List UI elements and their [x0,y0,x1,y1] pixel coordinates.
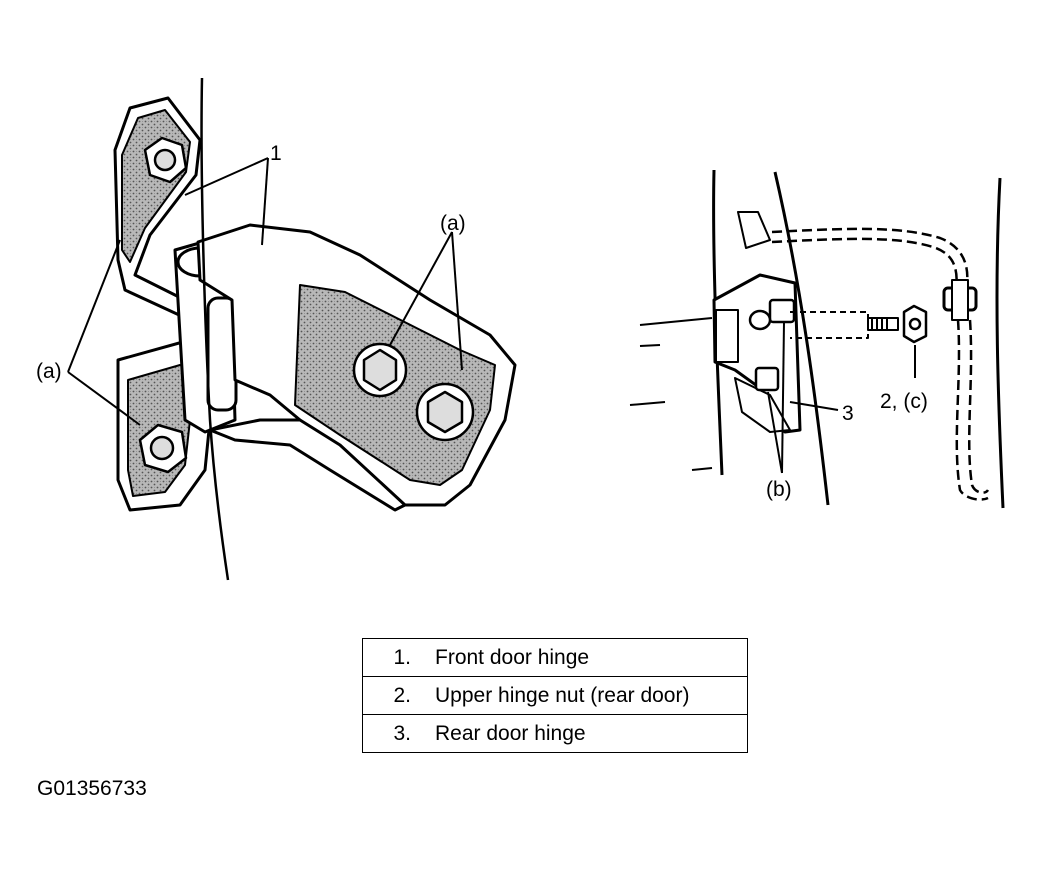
legend-row: 2. Upper hinge nut (rear door) [362,676,748,715]
legend-row: 3. Rear door hinge [362,714,748,753]
callout-front-bolts-upper: (a) [440,212,466,235]
plate-bolt-upper [143,136,188,184]
legend-text: Front door hinge [435,645,590,669]
legend-number: 1. [393,645,411,669]
legend-number: 2. [393,683,411,707]
legend-text: Rear door hinge [435,721,586,745]
upper-hinge-nut [902,304,928,344]
figure-id: G01356733 [37,777,147,800]
plate-bolt-lower [138,423,188,474]
legend-text: Upper hinge nut (rear door) [435,683,690,707]
callout-rear-hinge-number: 3 [842,402,854,425]
rear-door-hinge-drawing [629,169,1005,509]
arm-bolt-upper [352,342,408,398]
callout-front-bolts-left: (a) [36,360,62,383]
callout-front-hinge-number: 1 [270,142,282,165]
legend-table: 1. Front door hinge 2. Upper hinge nut (re… [362,638,748,753]
arm-bolt-lower [415,382,475,442]
rear-hinge-leaders [767,321,916,474]
legend-row: 1. Front door hinge [362,638,748,677]
callout-rear-hinge-nut: 2, (c) [880,390,928,413]
callout-rear-hinge-bolts: (b) [766,478,792,501]
legend-number: 3. [393,721,411,745]
front-door-hinge-drawing [113,77,517,581]
front-hinge-leaders [67,157,463,426]
